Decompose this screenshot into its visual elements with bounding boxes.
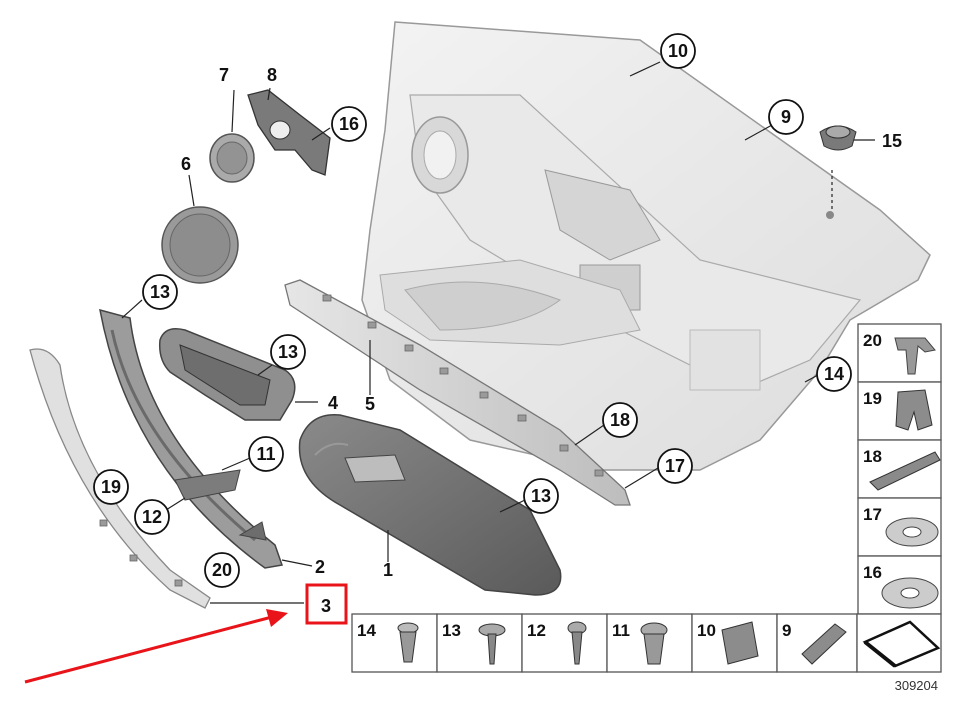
trim-strip-part (284, 279, 631, 506)
callout-13a-group: 13 (142, 274, 178, 310)
leader-lines (121, 61, 875, 604)
door-panel (361, 21, 931, 471)
washer-16-icon (881, 577, 939, 609)
callout-13b: 13 (278, 342, 298, 362)
callout-3-highlight: 3 (305, 583, 348, 625)
callout-15: 15 (882, 131, 902, 151)
callout-10: 10 (668, 41, 688, 61)
callout-9-group: 9 (768, 99, 804, 135)
callout-17: 17 (665, 456, 685, 476)
legend-bottom-row: 14 13 12 11 10 9 (351, 613, 942, 673)
callout-20: 20 (212, 560, 232, 580)
legend-18: 18 (863, 447, 882, 466)
red-arrow-annotation (24, 609, 288, 684)
callout-5: 5 (365, 394, 375, 414)
callout-1: 1 (383, 560, 393, 580)
callout-17-group: 17 (657, 448, 693, 484)
legend-right-column: 20 19 18 17 16 (857, 323, 942, 615)
washer-17-icon (885, 517, 939, 547)
legend-14: 14 (357, 621, 376, 640)
clip-9-icon (801, 623, 847, 665)
clip-19-icon (895, 389, 933, 431)
callout-8: 8 (267, 65, 277, 85)
armrest-part (298, 413, 562, 596)
legend-10: 10 (697, 621, 716, 640)
legend-12: 12 (527, 621, 546, 640)
clip-20-icon (894, 337, 936, 375)
callout-16-group: 16 (331, 106, 367, 142)
legend-9: 9 (782, 621, 791, 640)
callout-6: 6 (181, 154, 191, 174)
strip-18-icon (869, 451, 941, 491)
callout-19: 19 (101, 477, 121, 497)
legend-17: 17 (863, 505, 882, 524)
thin-trim-arc-part (29, 348, 211, 609)
tweeter-cover-part (209, 133, 255, 183)
callout-2: 2 (315, 557, 325, 577)
callout-18-group: 18 (602, 402, 638, 438)
screw-13-icon (478, 623, 506, 665)
callout-12: 12 (142, 507, 162, 527)
push-pin-14-icon (397, 622, 419, 663)
callout-labels: 7 8 6 15 4 5 1 2 10 9 16 13 13 14 (93, 33, 902, 625)
callout-11-group: 11 (248, 436, 284, 472)
screw-12-icon (567, 621, 587, 665)
callout-20-group: 20 (204, 552, 240, 588)
callout-7: 7 (219, 65, 229, 85)
callout-14-group: 14 (816, 356, 852, 392)
panel-outline-icon (862, 620, 941, 668)
callout-19-group: 19 (93, 469, 129, 505)
callout-12-group: 12 (134, 499, 170, 535)
callout-13b-group: 13 (270, 334, 306, 370)
door-pull-handle-part (158, 328, 296, 421)
callout-18: 18 (610, 410, 630, 430)
trim-cover-arc-part (99, 308, 283, 569)
callout-13c-group: 13 (523, 478, 559, 514)
grommet-clip-part (819, 125, 857, 151)
callout-13c: 13 (531, 486, 551, 506)
legend-13: 13 (442, 621, 461, 640)
callout-9: 9 (781, 107, 791, 127)
legend-11: 11 (612, 621, 630, 640)
speaker-grille-part (161, 206, 239, 284)
callout-10-group: 10 (660, 33, 696, 69)
callout-14: 14 (824, 364, 844, 384)
callout-3: 3 (321, 596, 331, 616)
diagram-number: 309204 (895, 678, 938, 693)
nut-11-icon (640, 622, 668, 665)
callout-4: 4 (328, 393, 338, 413)
clip-10-icon (721, 621, 759, 665)
callout-16: 16 (339, 114, 359, 134)
callout-13a: 13 (150, 282, 170, 302)
legend-16: 16 (863, 563, 882, 582)
legend-20: 20 (863, 331, 882, 350)
bracket-part (247, 89, 331, 176)
legend-19: 19 (863, 389, 882, 408)
callout-11: 11 (256, 444, 275, 464)
